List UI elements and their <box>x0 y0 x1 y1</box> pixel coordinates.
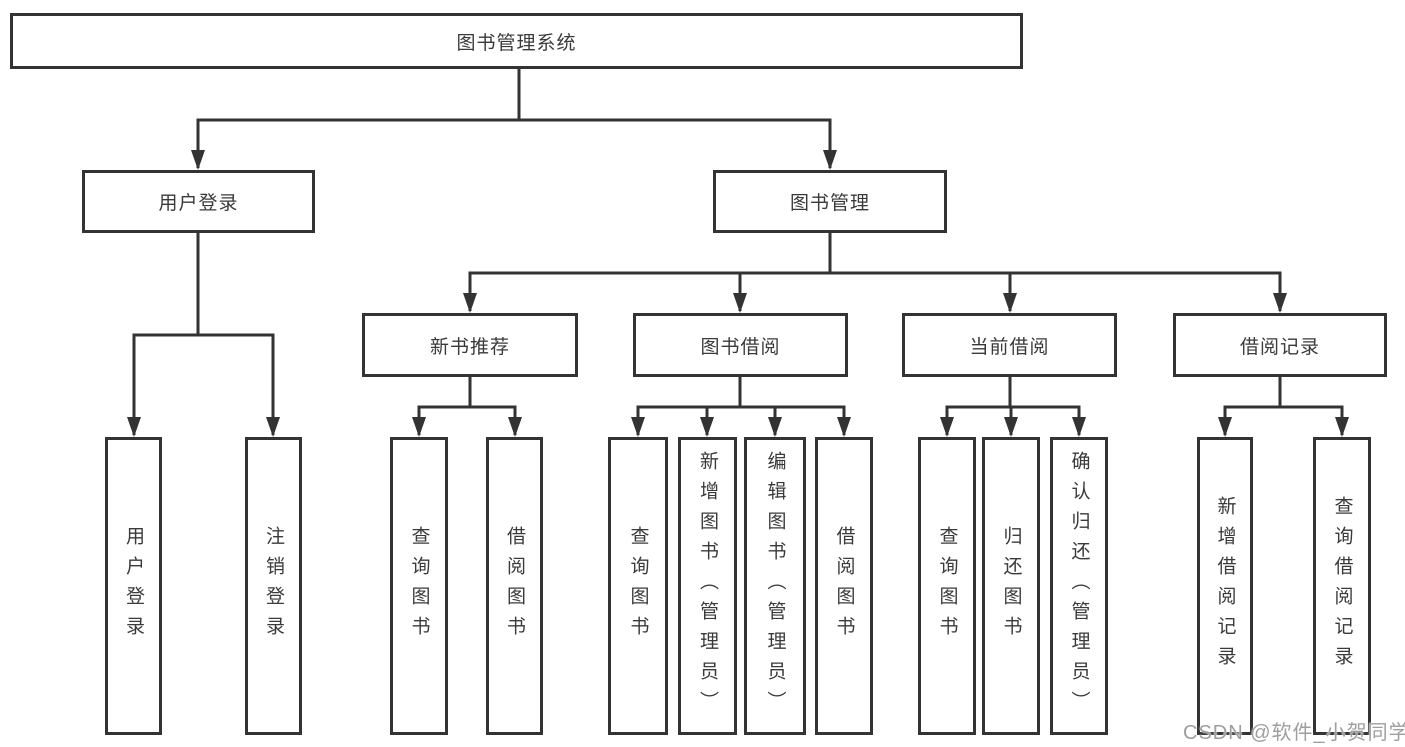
leaf-query-books-current: 查询图书 <box>918 437 976 735</box>
leaf-query-books-recommend-label: 查询图书 <box>408 526 430 646</box>
node-current-borrow-label: 当前借阅 <box>969 336 1050 358</box>
leaf-query-borrow-record-label: 查询借阅记录 <box>1331 496 1353 676</box>
leaf-user-login: 用户登录 <box>105 437 162 735</box>
csdn-watermark: CSDN @软件_小贺同学 <box>1183 722 1405 744</box>
node-book-borrow-label: 图书借阅 <box>700 336 781 358</box>
node-root: 图书管理系统 <box>10 13 1023 69</box>
node-user-login: 用户登录 <box>82 170 315 233</box>
leaf-add-book-admin-label: 新增图书（管理员） <box>697 451 718 721</box>
leaf-borrow-books-recommend: 借阅图书 <box>486 437 543 735</box>
leaf-logout: 注销登录 <box>245 437 302 735</box>
leaf-edit-book-admin: 编辑图书（管理员） <box>744 437 806 735</box>
leaf-confirm-return-admin: 确认归还（管理员） <box>1050 437 1108 735</box>
leaf-query-books-borrow: 查询图书 <box>608 437 668 735</box>
leaf-user-login-label: 用户登录 <box>123 526 144 646</box>
node-root-label: 图书管理系统 <box>456 32 577 54</box>
leaf-query-books-current-label: 查询图书 <box>936 526 958 646</box>
leaf-return-book-label: 归还图书 <box>1000 526 1022 646</box>
leaf-add-borrow-record-label: 新增借阅记录 <box>1214 496 1236 676</box>
leaf-query-books-recommend: 查询图书 <box>390 437 448 735</box>
node-new-book-recommend: 新书推荐 <box>362 313 578 377</box>
leaf-query-borrow-record: 查询借阅记录 <box>1313 437 1371 735</box>
leaf-borrow-books-label: 借阅图书 <box>833 526 855 646</box>
node-current-borrow: 当前借阅 <box>902 313 1117 377</box>
leaf-add-borrow-record: 新增借阅记录 <box>1197 437 1253 735</box>
node-user-login-label: 用户登录 <box>158 193 239 214</box>
leaf-borrow-books-recommend-label: 借阅图书 <box>504 526 525 646</box>
node-book-borrow: 图书借阅 <box>633 313 848 377</box>
node-borrow-records: 借阅记录 <box>1173 313 1387 377</box>
node-new-book-recommend-label: 新书推荐 <box>429 336 510 358</box>
leaf-query-books-borrow-label: 查询图书 <box>627 526 649 646</box>
leaf-edit-book-admin-label: 编辑图书（管理员） <box>764 451 786 721</box>
node-book-management: 图书管理 <box>713 170 947 233</box>
node-borrow-records-label: 借阅记录 <box>1239 336 1320 358</box>
leaf-logout-label: 注销登录 <box>263 526 284 646</box>
leaf-return-book: 归还图书 <box>982 437 1040 735</box>
leaf-borrow-books: 借阅图书 <box>815 437 873 735</box>
leaf-confirm-return-admin-label: 确认归还（管理员） <box>1068 451 1090 721</box>
leaf-add-book-admin: 新增图书（管理员） <box>678 437 737 735</box>
node-book-management-label: 图书管理 <box>789 193 870 214</box>
